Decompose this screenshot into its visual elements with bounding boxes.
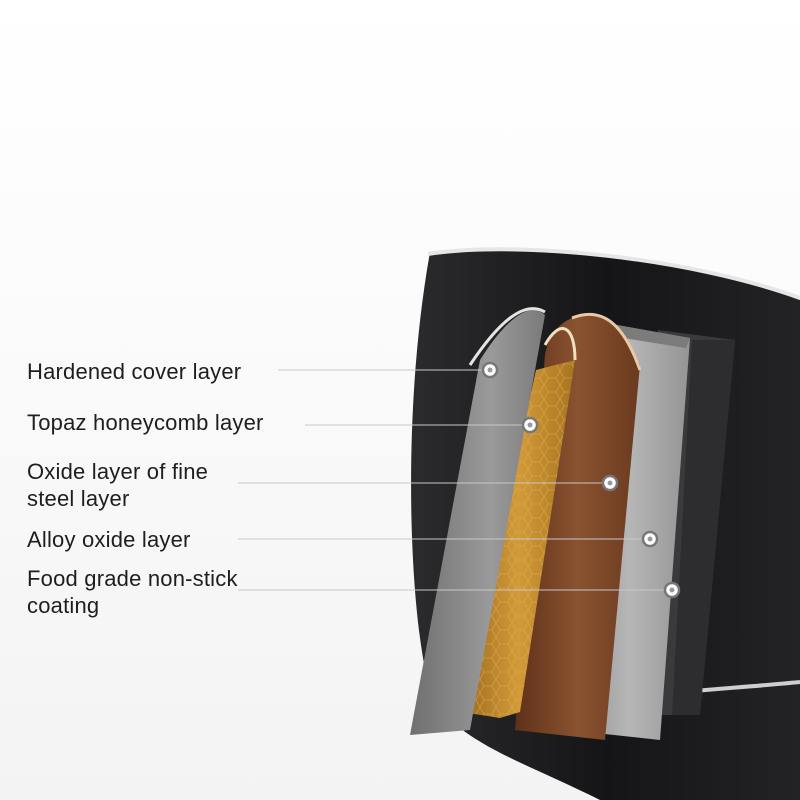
pot-rim — [427, 247, 800, 300]
marker-dot-icon — [481, 361, 499, 379]
layer-hardened — [410, 310, 545, 735]
label-line: steel layer — [27, 486, 130, 511]
label-line: Topaz honeycomb layer — [27, 410, 264, 435]
label-line: Oxide layer of fine — [27, 459, 209, 484]
label-hardened-cover-layer: Hardened cover layer — [27, 358, 241, 385]
marker-dot-icon — [641, 530, 659, 548]
label-line: coating — [27, 593, 100, 618]
label-topaz-honeycomb-layer: Topaz honeycomb layer — [27, 409, 264, 436]
label-line: Alloy oxide layer — [27, 527, 191, 552]
label-food-grade-non-stick-coating: Food grade non-stick coating — [27, 565, 238, 619]
marker-dot-icon — [663, 581, 681, 599]
label-oxide-layer-fine-steel: Oxide layer of fine steel layer — [27, 458, 208, 512]
label-line: Hardened cover layer — [27, 359, 242, 384]
label-line: Food grade non-stick — [27, 566, 238, 591]
label-alloy-oxide-layer: Alloy oxide layer — [27, 526, 191, 553]
marker-dot-icon — [521, 416, 539, 434]
marker-dot-icon — [601, 474, 619, 492]
